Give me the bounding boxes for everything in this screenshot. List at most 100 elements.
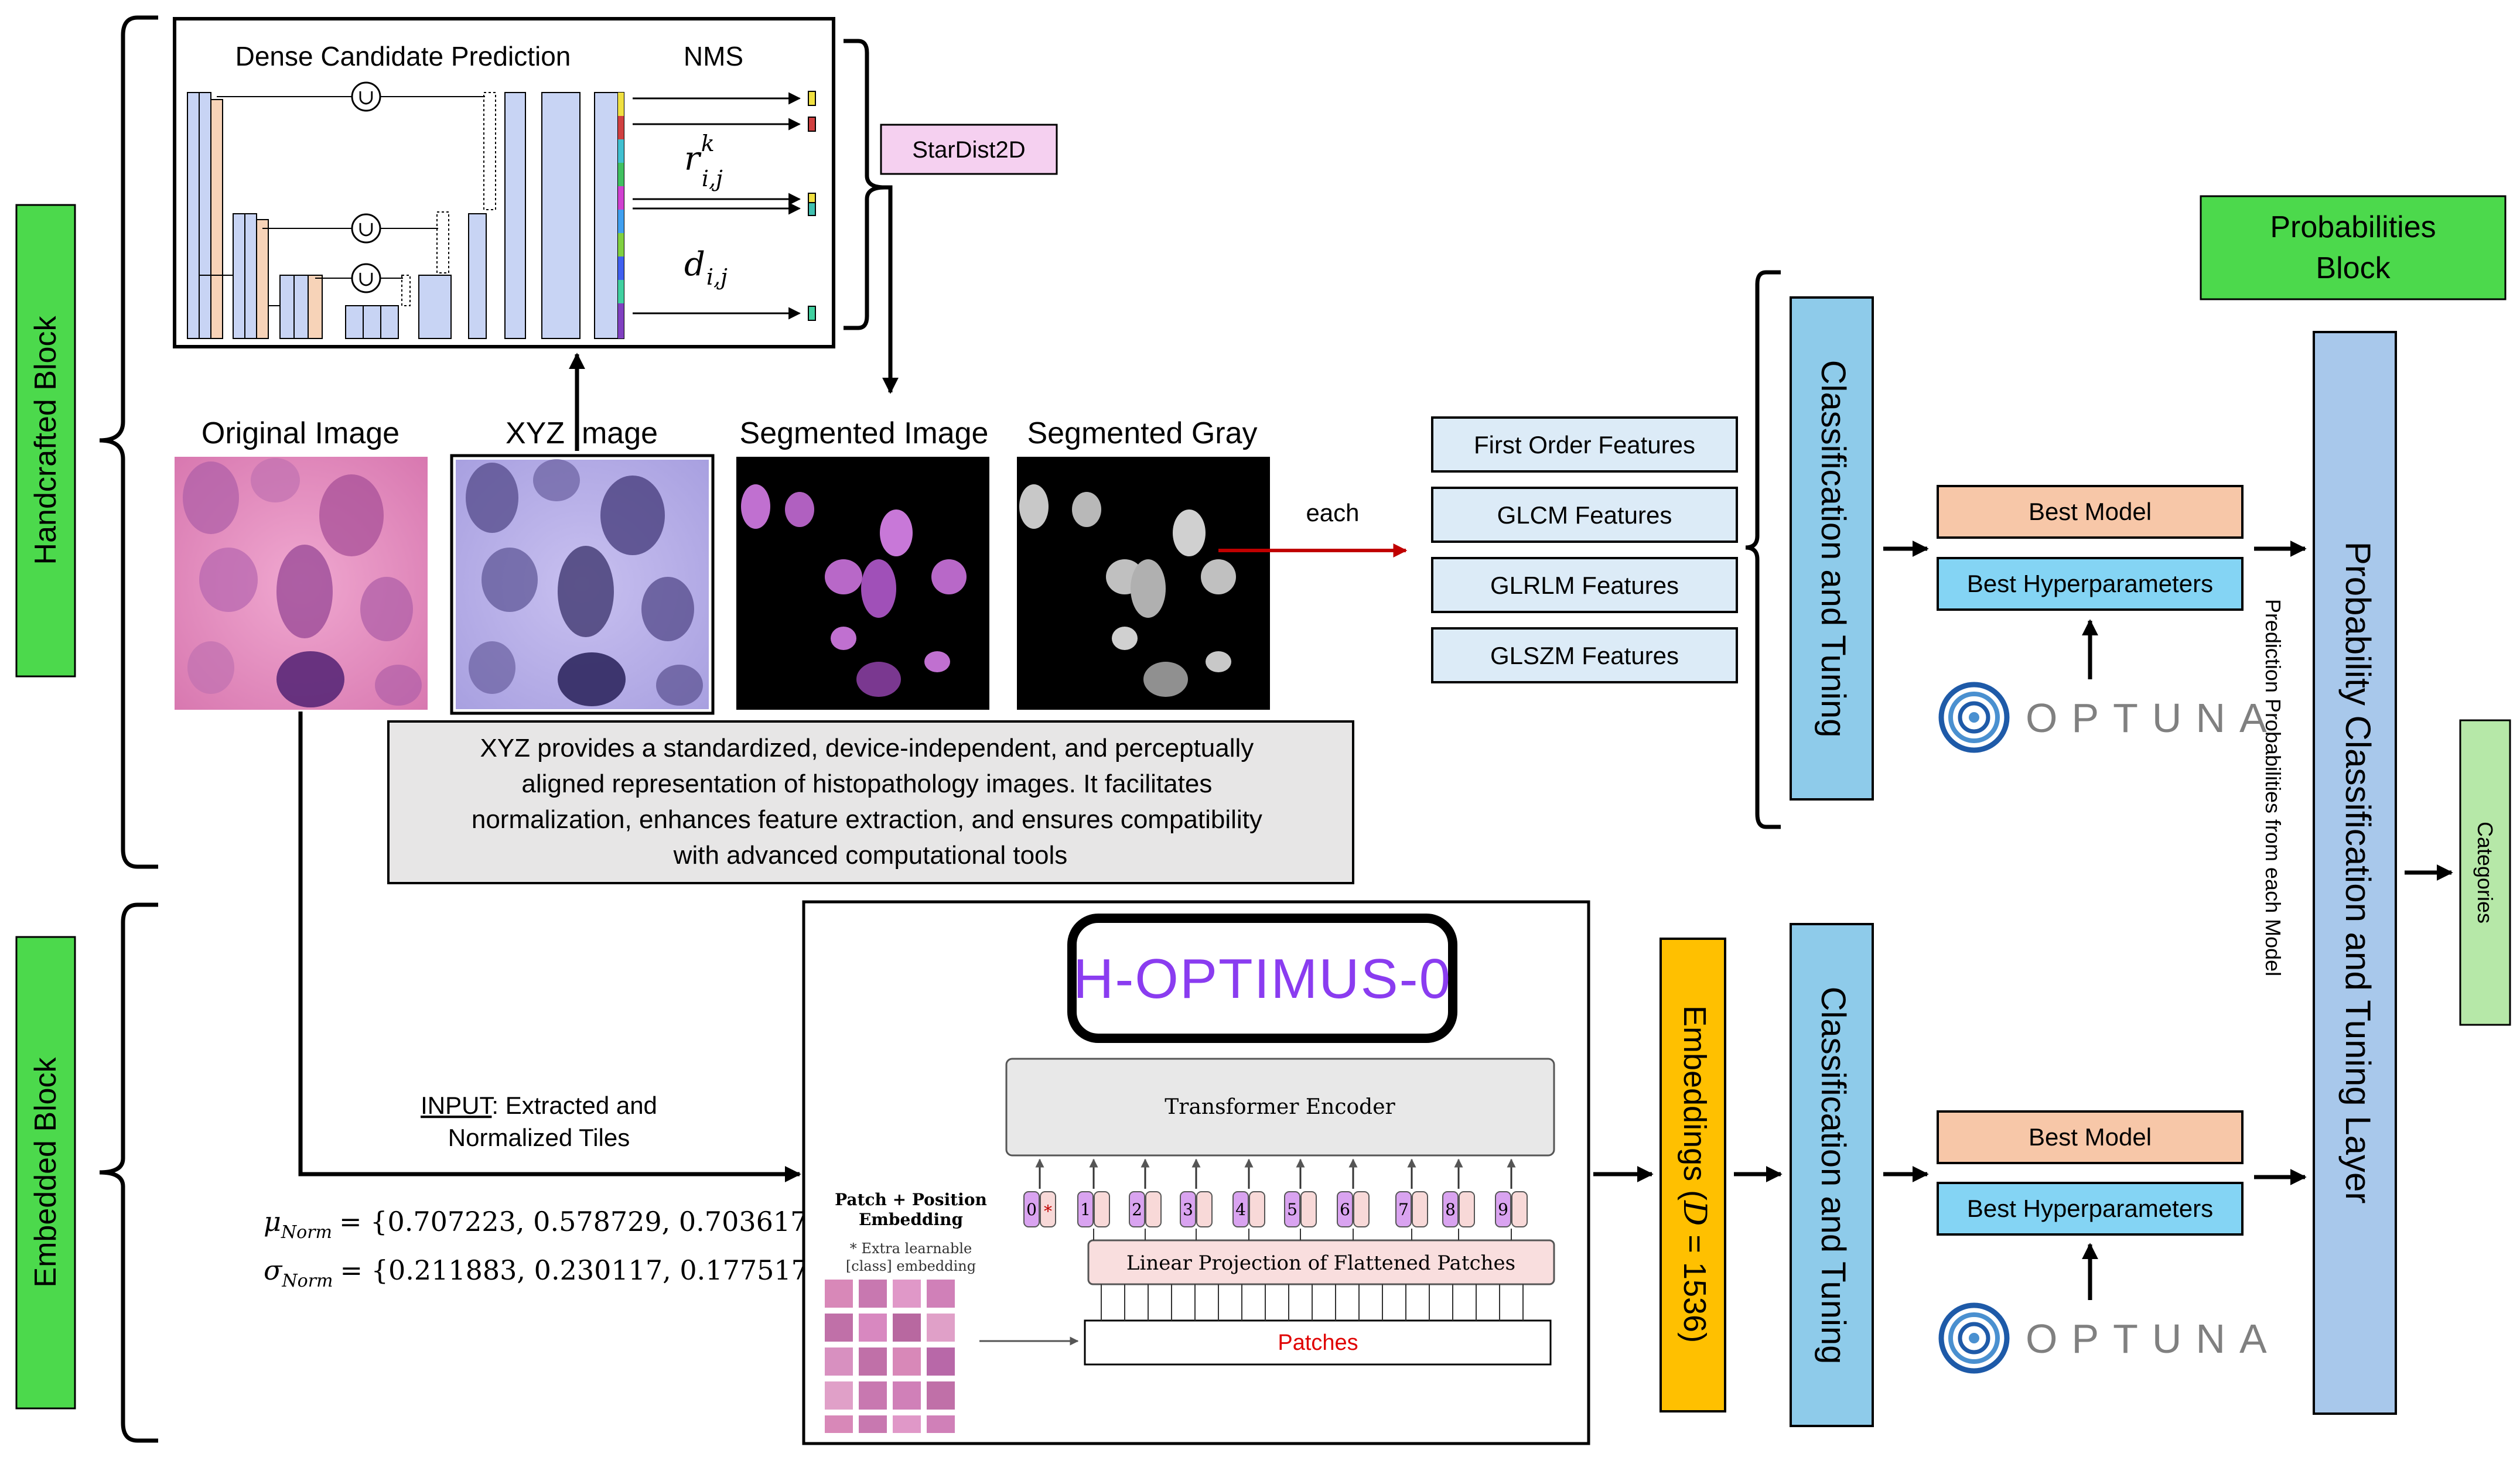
linear-projection-label: Linear Projection of Flattened Patches (1126, 1251, 1515, 1275)
svg-text:Classification and Tuning: Classification and Tuning (1814, 360, 1852, 738)
feature-glrlm: GLRLM Features (1431, 557, 1738, 613)
svg-text:OPTUNA: OPTUNA (2026, 1316, 2281, 1362)
input-label-line1: INPUT: Extracted and (421, 1092, 657, 1119)
svg-text:Classification and Tuning: Classification and Tuning (1814, 987, 1852, 1364)
best-model-bottom: Best Model (1937, 1110, 2244, 1164)
svg-text:*: * (1044, 1202, 1052, 1221)
svg-text:GLCM Features: GLCM Features (1497, 501, 1672, 529)
dense-candidate-title: Dense Candidate Prediction (235, 41, 571, 71)
stardist-brace (844, 39, 885, 330)
optuna-logo-bottom: OPTUNA (1938, 1302, 2281, 1374)
stardist-to-segmented-arrow (882, 185, 899, 394)
patches-label: Patches (1278, 1331, 1358, 1355)
probabilities-line2: Block (2316, 251, 2391, 285)
mu-norm: μNorm= {0.707223, 0.578729, 0.703617} (264, 1206, 825, 1243)
svg-text:Best Hyperparameters: Best Hyperparameters (1967, 1195, 2213, 1222)
handcrafted-block-label: Handcrafted Block (15, 204, 76, 678)
svg-text:6: 6 (1340, 1200, 1350, 1219)
token-6: 6 (1337, 1191, 1370, 1227)
svg-text:5: 5 (1287, 1200, 1297, 1219)
token-1: 1 (1077, 1191, 1110, 1227)
svg-text:4: 4 (1235, 1200, 1246, 1219)
token-0: 0* (1023, 1191, 1056, 1227)
svg-text:OPTUNA: OPTUNA (2026, 695, 2281, 741)
optuna-spiral-icon (1938, 1302, 2010, 1374)
svg-text:GLRLM Features: GLRLM Features (1490, 572, 1679, 599)
feature-first-order: First Order Features (1431, 416, 1738, 473)
svg-text:3: 3 (1183, 1200, 1193, 1219)
probability-classification-layer: Probability Classification and Tuning La… (2313, 331, 2397, 1415)
classification-tuning-bottom: Classification and Tuning (1790, 923, 1874, 1427)
optuna-spiral-icon (1938, 682, 2010, 753)
feature-glcm: GLCM Features (1431, 487, 1738, 543)
embedded-block-label: Embedded Block (15, 936, 76, 1410)
token-3: 3 (1180, 1191, 1213, 1227)
embeddings-label: Embeddings (D = 1536) (1676, 1005, 1713, 1343)
input-path-arrow (298, 712, 801, 1182)
xyz-note-text: XYZ provides a standardized, device-inde… (472, 734, 1269, 870)
original-image (175, 457, 428, 710)
xyz-note-box: XYZ provides a standardized, device-inde… (387, 720, 1354, 884)
handcrafted-block-text: Handcrafted Block (29, 316, 63, 565)
input-label-line2: Normalized Tiles (448, 1124, 630, 1151)
segmented-image (736, 457, 989, 710)
token-5: 5 (1284, 1191, 1317, 1227)
categories-box: Categories (2459, 719, 2511, 1026)
svg-text:Best Hyperparameters: Best Hyperparameters (1967, 570, 2213, 597)
svg-text:Best Model: Best Model (2029, 1123, 2152, 1151)
xyz-image (450, 454, 715, 715)
best-hyperparameters-bottom: Best Hyperparameters (1937, 1182, 2244, 1236)
hoptimus-logo: H-OPTIMUS-0 (1073, 948, 1452, 1010)
sigma-norm: σNorm= {0.211883, 0.230117, 0.177517} (264, 1254, 825, 1291)
svg-text:∪: ∪ (357, 267, 375, 291)
each-label: each (1306, 499, 1359, 526)
extra-learnable-label: * Extra learnable[class] embedding (846, 1240, 976, 1274)
segmented-image-title: Segmented Image (740, 416, 989, 450)
segmented-gray-title: Segmented Gray (1027, 416, 1257, 450)
token-7: 7 (1395, 1191, 1428, 1227)
embedded-brace (99, 902, 158, 1443)
nms-title: NMS (684, 41, 743, 71)
svg-text:Probability Classification and: Probability Classification and Tuning La… (2338, 542, 2378, 1204)
segmented-gray-image (1017, 457, 1270, 710)
union-icon: ∪ (351, 263, 381, 293)
patch-grid (825, 1280, 955, 1433)
svg-text:7: 7 (1398, 1200, 1409, 1219)
feature-glszm: GLSZM Features (1431, 627, 1738, 683)
union-icon: ∪ (351, 213, 381, 244)
svg-text:∪: ∪ (357, 85, 375, 110)
svg-text:Best Model: Best Model (2029, 498, 2152, 525)
svg-text:0: 0 (1026, 1200, 1037, 1219)
stardist-diagram: Dense Candidate Prediction NMS (173, 17, 835, 348)
handcrafted-brace (99, 15, 158, 869)
union-icon: ∪ (351, 81, 381, 112)
token-4: 4 (1232, 1191, 1265, 1227)
token-9: 9 (1495, 1191, 1528, 1227)
embedded-block-text: Embedded Block (29, 1056, 63, 1287)
token-row: 0* 1 2 3 4 5 6 7 8 9 (1023, 1191, 1528, 1227)
stardist2d-label: StarDist2D (880, 124, 1058, 175)
svg-text:StarDist2D: StarDist2D (912, 137, 1025, 163)
d-symbol: di,j (684, 245, 728, 290)
svg-text:Categories: Categories (2473, 822, 2497, 924)
token-8: 8 (1442, 1191, 1475, 1227)
optuna-logo-top: OPTUNA (1938, 682, 2281, 753)
hoptimus-logo-frame (1067, 914, 1457, 1043)
probabilities-line1: Probabilities (2270, 210, 2436, 244)
hoptimus-box: H-OPTIMUS-0 Transformer Encoder 0* 1 2 3… (802, 900, 1590, 1445)
svg-text:1: 1 (1080, 1200, 1091, 1219)
svg-text:∪: ∪ (357, 217, 375, 241)
xyz-image-title: XYZ Image (506, 416, 658, 450)
prediction-probabilities-label: Prediction Probabilities from each Model (2261, 599, 2285, 976)
best-model-top: Best Model (1937, 485, 2244, 539)
original-image-title: Original Image (202, 416, 399, 450)
svg-text:GLSZM Features: GLSZM Features (1490, 642, 1679, 669)
embeddings-box: Embeddings (D = 1536) (1659, 938, 1726, 1412)
svg-text:8: 8 (1445, 1200, 1456, 1219)
features-brace (1745, 270, 1781, 829)
